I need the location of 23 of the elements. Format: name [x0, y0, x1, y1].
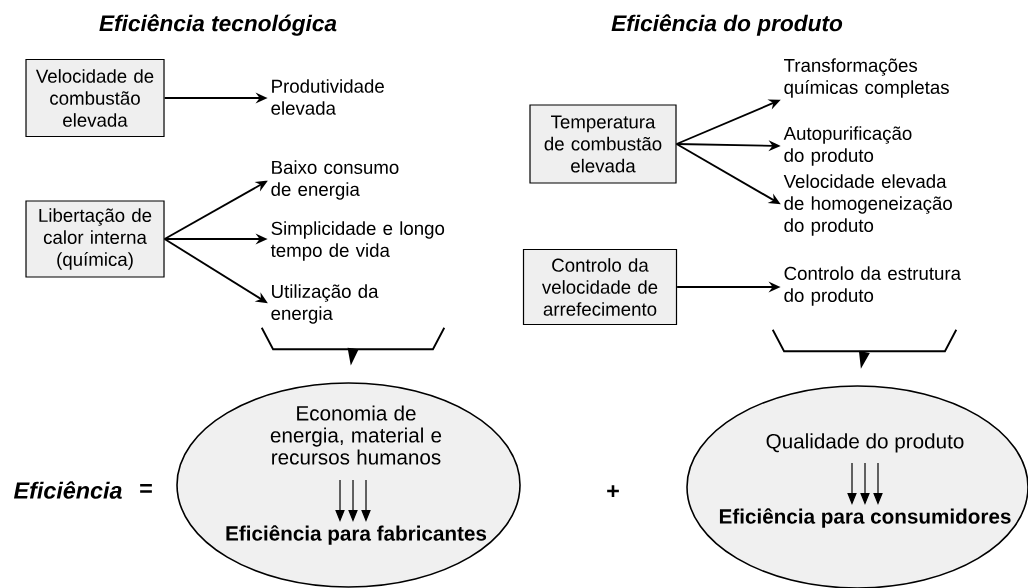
bracket: [771, 328, 958, 353]
section-heading: Eficiência tecnológica: [99, 14, 337, 36]
outcome-text: Velocidade elevada de homogeneização do produto: [783, 174, 952, 236]
outcome-text: Autopurificação do produto: [783, 126, 912, 166]
result-text: Eficiência para fabricantes: [226, 525, 487, 545]
process-box: Velocidade de combustão elevada: [25, 58, 165, 138]
bracket: [260, 326, 446, 351]
outcome-text: Transformações químicas completas: [784, 58, 949, 98]
section-heading: Eficiência do produto: [611, 14, 843, 36]
ellipse-text: Qualidade do produto: [766, 433, 964, 453]
process-box: Libertação de calor interna (química): [25, 200, 165, 278]
operator-sign: =: [140, 483, 152, 493]
outcome-text: Utilização da energia: [271, 284, 379, 324]
equation-term: Eficiência: [13, 481, 122, 499]
ellipse-text: Economia de energia, material e recursos humanos: [270, 405, 442, 465]
outcome-text: Controlo da estrutura do produto: [784, 266, 961, 306]
outcome-text: Simplicidade e longo tempo de vida: [270, 221, 445, 261]
process-box: Temperatura de combustão elevada: [529, 104, 677, 184]
result-text: Eficiência para consumidores: [719, 508, 1011, 528]
process-box: Controlo da velocidade de arrefecimento: [522, 248, 678, 326]
operator-sign: +: [607, 485, 619, 497]
outcome-text: Baixo consumo de energia: [271, 160, 399, 200]
outcome-text: Produtividade elevada: [271, 79, 384, 115]
